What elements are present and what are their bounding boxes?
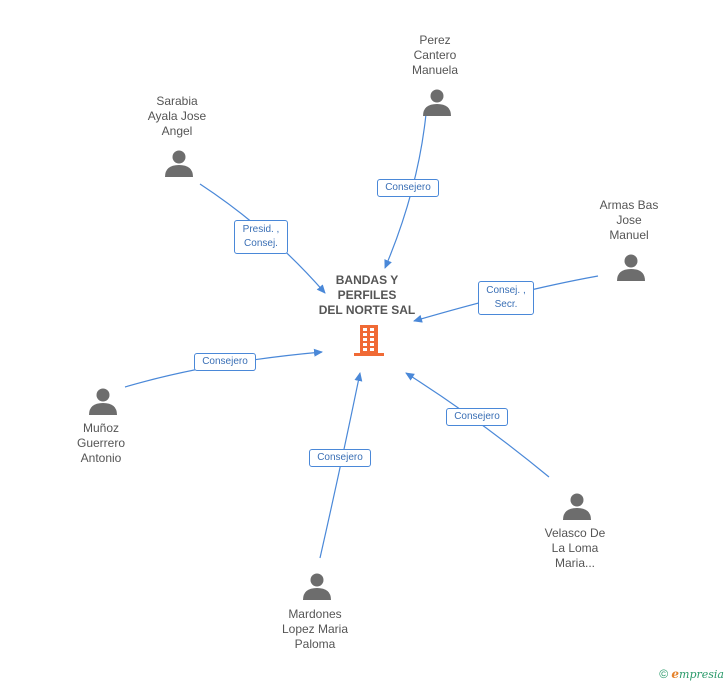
role-label: Consejero — [446, 408, 508, 426]
role-label: Consejero — [377, 179, 439, 197]
person-icon[interactable] — [165, 150, 193, 178]
person-icon[interactable] — [563, 493, 591, 521]
person-name[interactable]: Armas Bas Jose Manuel — [599, 198, 659, 242]
role-label: Consejero — [194, 353, 256, 371]
brand-letter: e — [671, 667, 680, 681]
person-name[interactable]: Muñoz Guerrero Antonio — [76, 421, 126, 465]
person-icon[interactable] — [423, 89, 451, 117]
person-icon[interactable] — [617, 254, 645, 282]
building-icon[interactable] — [354, 325, 384, 356]
role-label: Presid. , Consej. — [234, 220, 288, 254]
person-icon[interactable] — [89, 388, 117, 416]
role-label: Consejero — [309, 449, 371, 467]
role-label: Consej. , Secr. — [478, 281, 534, 315]
person-name[interactable]: Velasco De La Loma Maria... — [544, 526, 606, 570]
company-name[interactable]: BANDAS Y PERFILES DEL NORTE SAL — [318, 273, 416, 317]
copyright-symbol: © — [659, 667, 669, 681]
brand-name: mpresia — [679, 668, 724, 681]
person-icon[interactable] — [303, 573, 331, 601]
person-name[interactable]: Sarabia Ayala Jose Angel — [147, 94, 207, 138]
empresia-logo: © empresia — [659, 667, 724, 681]
person-name[interactable]: Mardones Lopez Maria Paloma — [281, 607, 349, 651]
person-name[interactable]: Perez Cantero Manuela — [411, 33, 459, 77]
relationship-edge — [319, 372, 363, 559]
